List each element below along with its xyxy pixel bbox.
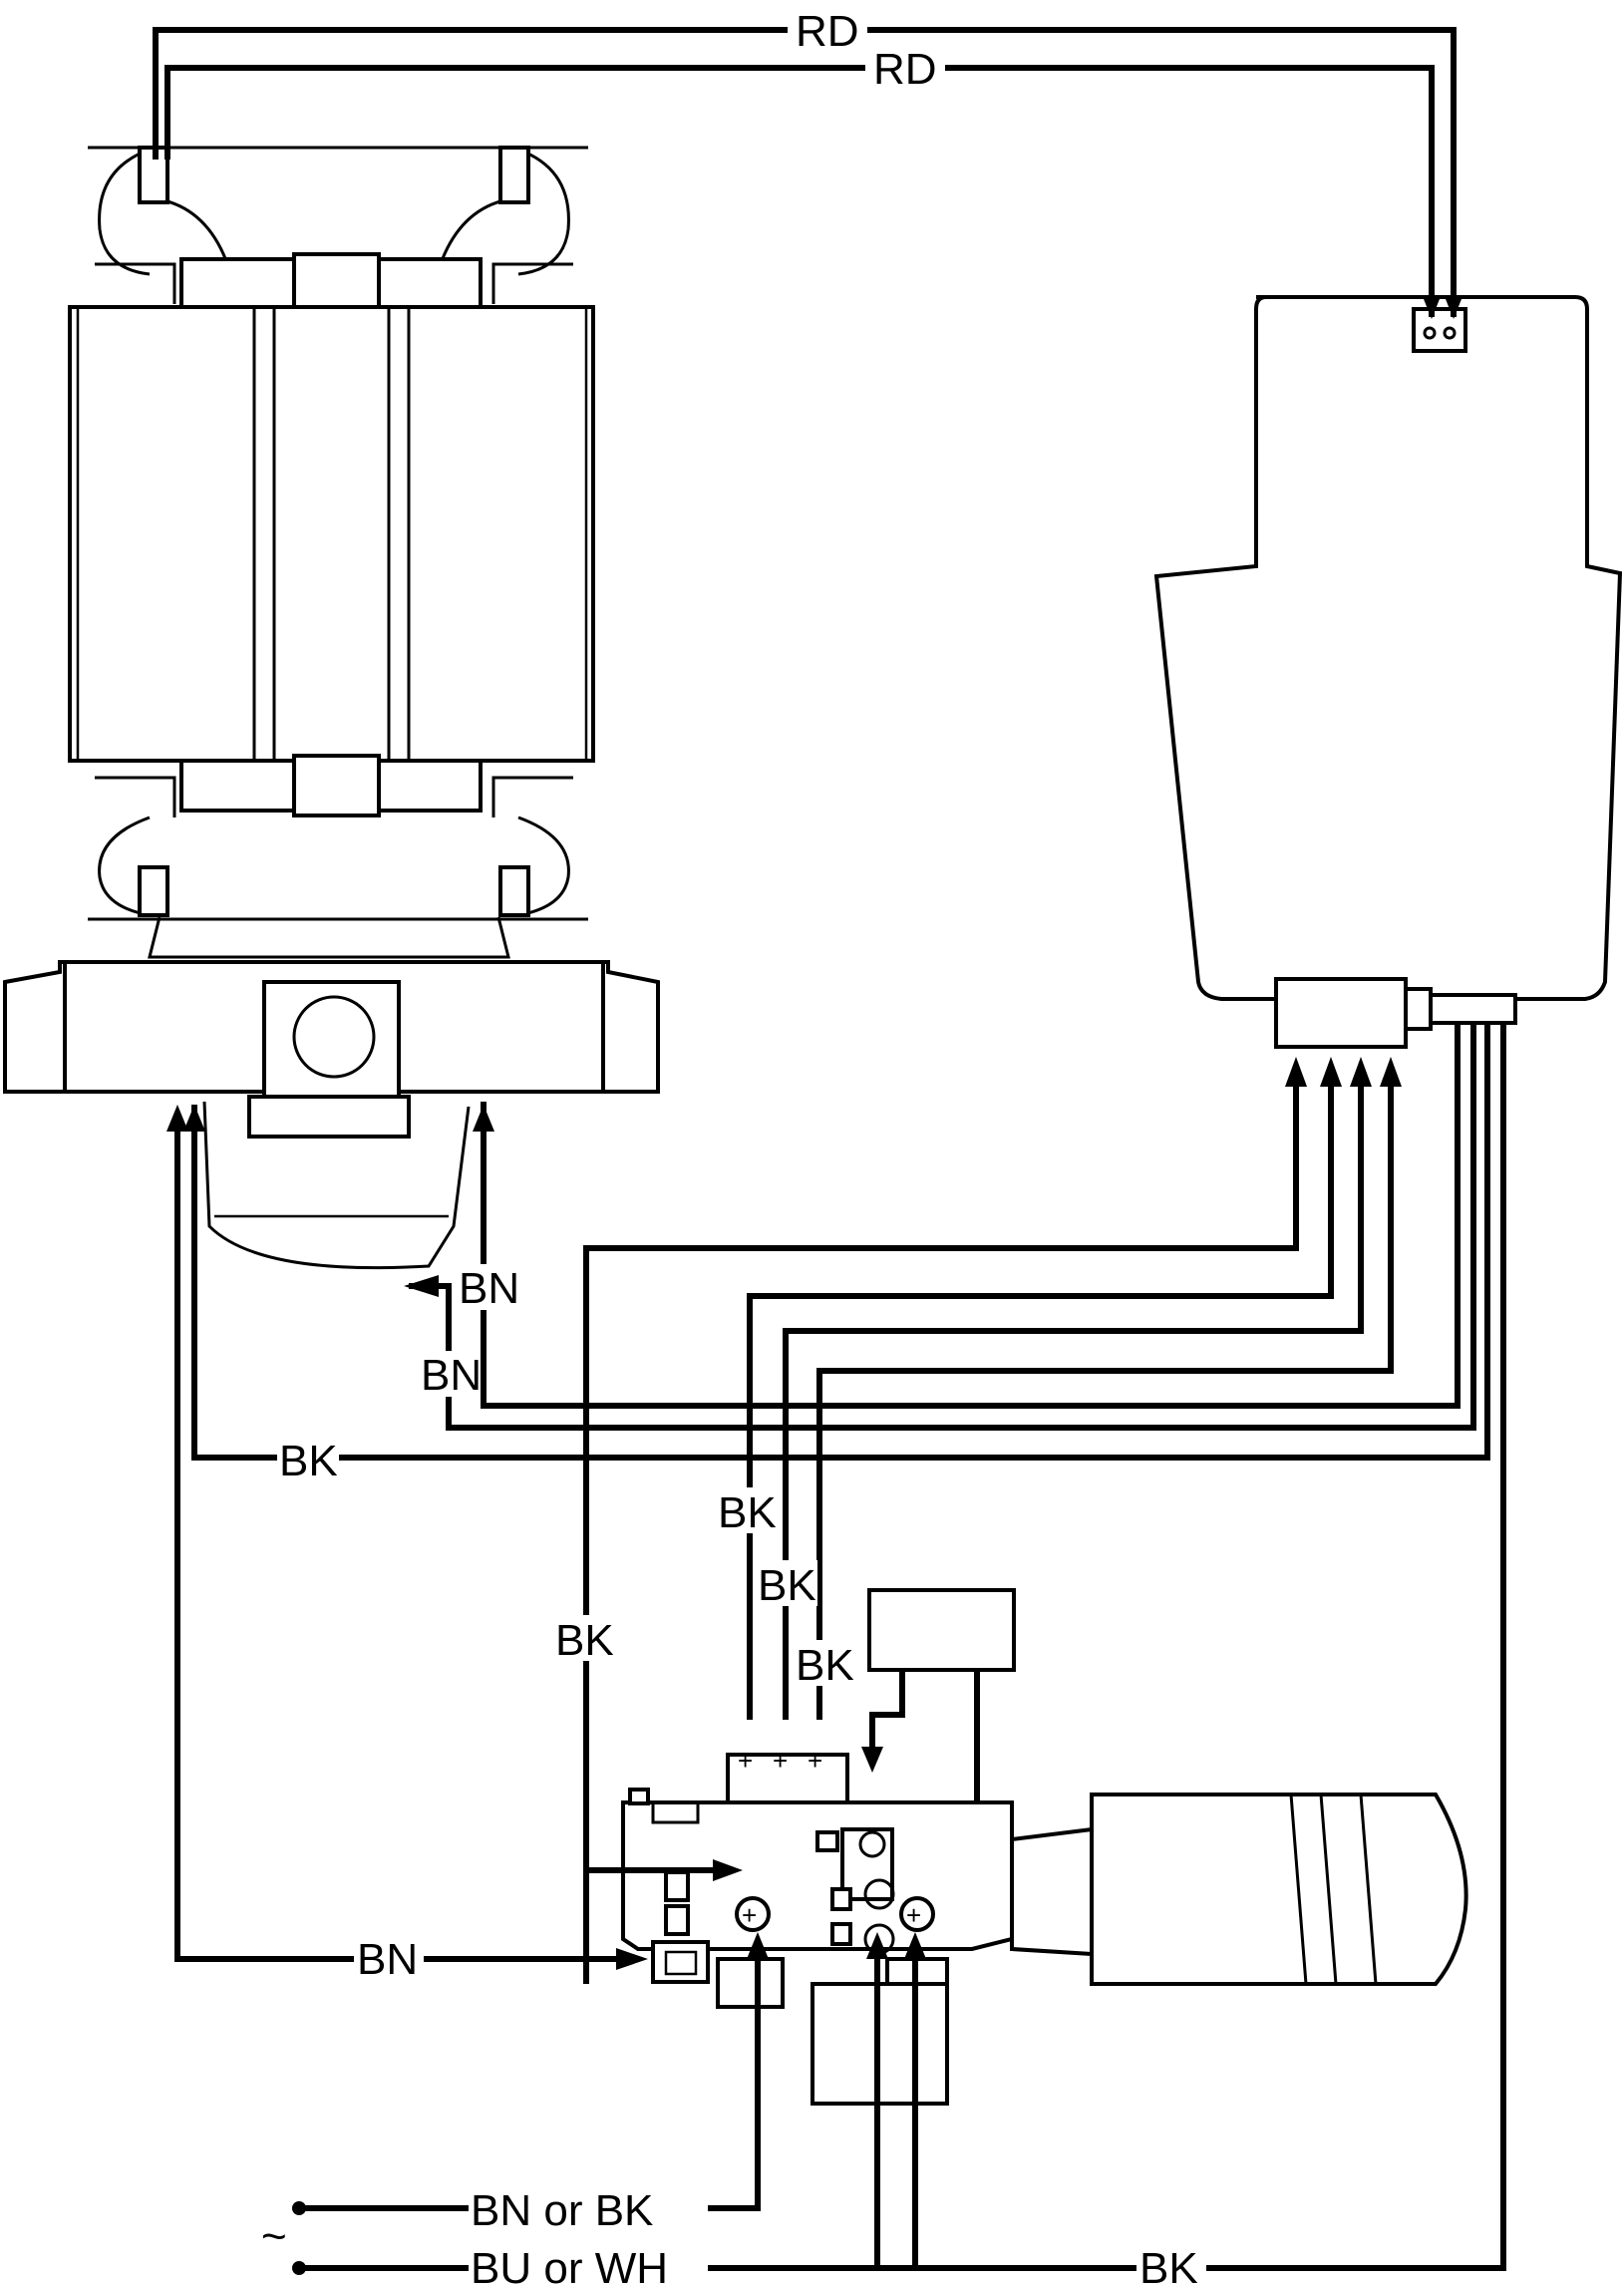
svg-text:+: +	[742, 1900, 757, 1930]
label-bn-bottom: BN	[357, 1935, 418, 1984]
label-supply-2: BU or WH	[471, 2244, 668, 2285]
label-rd-top: RD	[796, 7, 859, 56]
label-bk-bottom: BK	[1139, 2244, 1198, 2285]
svg-text:+: +	[906, 1900, 921, 1930]
motor	[2, 146, 660, 1270]
control-wires	[183, 1022, 1506, 2271]
rd-wires: RD RD	[153, 7, 1462, 319]
control-unit	[1153, 295, 1623, 1049]
svg-text:+: +	[808, 1746, 822, 1776]
label-bn-lower: BN	[421, 1351, 482, 1400]
label-bk-mid-3: BK	[796, 1641, 854, 1690]
svg-text:+: +	[738, 1746, 753, 1776]
wire-labels: BN BN BK BK BK BK BK	[277, 1264, 855, 1690]
label-ac-symbol: ~	[261, 2212, 287, 2261]
label-bk-mid-2: BK	[758, 1561, 816, 1610]
label-bk-vertical: BK	[555, 1616, 614, 1665]
switch-assembly: + + + + +	[621, 1588, 1468, 2106]
switch-wires: BN BN or BK BU or WH ~ BK	[166, 1105, 1206, 2285]
svg-text:+: +	[773, 1746, 788, 1776]
label-rd-second: RD	[873, 45, 937, 94]
label-bk-left: BK	[279, 1437, 338, 1485]
label-bn-upper: BN	[459, 1264, 519, 1313]
label-supply-1: BN or BK	[471, 2186, 653, 2235]
label-bk-mid-1: BK	[718, 1488, 777, 1537]
